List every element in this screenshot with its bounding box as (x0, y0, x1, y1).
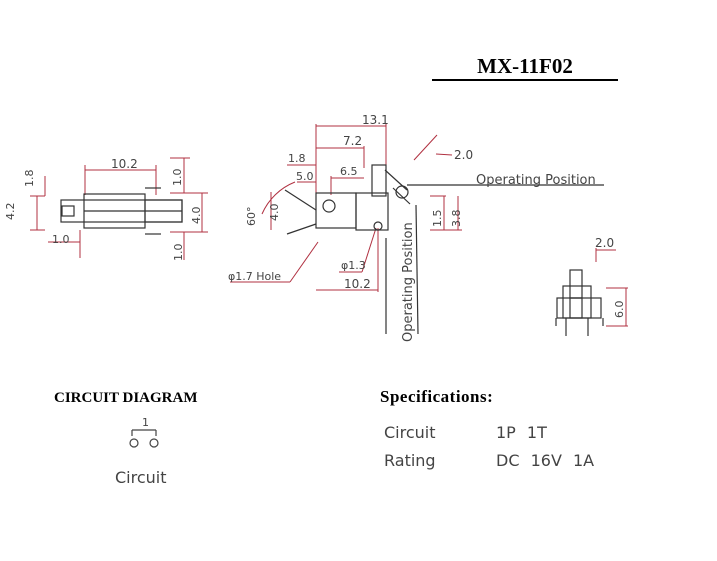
circuit-diagram-heading: CIRCUIT DIAGRAM (54, 390, 198, 406)
dim-1-0-bottom-left: 1.0 (52, 233, 70, 246)
spec-value: DC 16V 1A (496, 451, 595, 470)
operating-position-vertical-label: Operating Position (401, 222, 416, 342)
dim-10-2-top: 10.2 (111, 157, 138, 171)
dim-2-0-top: 2.0 (454, 148, 473, 162)
circuit-pin-number: 1 (142, 416, 149, 429)
circuit-symbol (129, 429, 159, 448)
spec-key: Rating (384, 451, 436, 470)
dim-60-degrees: 60° (245, 207, 258, 227)
spec-value: 1P 1T (496, 423, 547, 442)
dim-6-5: 6.5 (340, 165, 358, 178)
circuit-label: Circuit (115, 468, 167, 487)
model-title: MX-11F02 (432, 54, 618, 81)
dim-1-8-left: 1.8 (23, 170, 36, 188)
dim-1-8-middle: 1.8 (288, 152, 306, 165)
dim-2-0-right: 2.0 (595, 236, 614, 250)
dim-1-5: 1.5 (431, 210, 444, 228)
dim-phi-1-3: φ1.3 (341, 259, 366, 272)
dim-1-0-bottom-right: 1.0 (172, 244, 185, 262)
spec-row-circuit: Circuit 1P 1T (384, 423, 547, 442)
dim-3-8: 3.8 (450, 210, 463, 228)
spec-key: Circuit (384, 423, 436, 442)
specifications-heading: Specifications: (380, 387, 494, 406)
dim-4-0-middle: 4.0 (268, 204, 281, 222)
spec-row-rating: Rating DC 16V 1A (384, 451, 594, 470)
operating-position-horizontal-label: Operating Position (476, 173, 596, 188)
dim-4-2: 4.2 (4, 203, 17, 221)
dim-4-0-right: 4.0 (190, 207, 203, 225)
dim-phi-1-7-hole: φ1.7 Hole (228, 270, 281, 283)
dim-6-0: 6.0 (613, 301, 626, 319)
dim-13-1: 13.1 (362, 113, 389, 127)
dim-5-0: 5.0 (296, 170, 314, 183)
dim-1-0-top-right: 1.0 (171, 169, 184, 187)
dim-10-2-bottom: 10.2 (344, 277, 371, 291)
dim-7-2: 7.2 (343, 134, 362, 148)
